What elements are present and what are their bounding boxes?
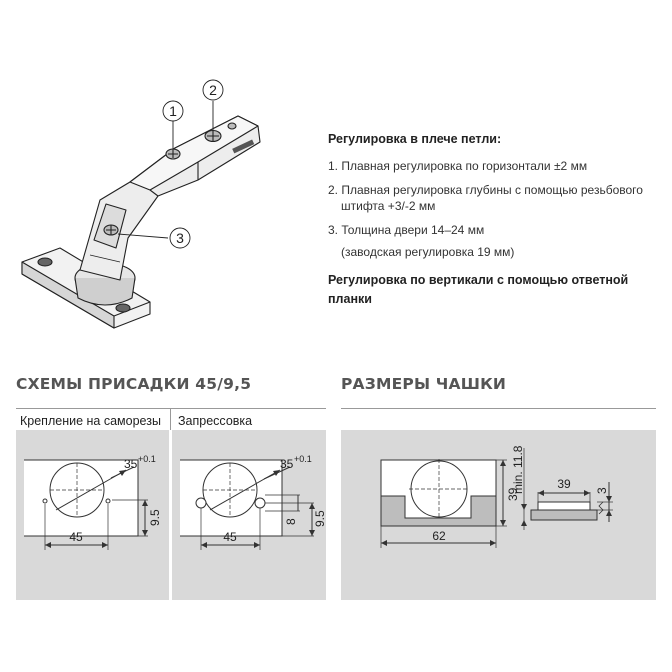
callout-3: 3 <box>176 230 184 246</box>
cup-width-label: 62 <box>432 529 446 543</box>
drilling-section-title: СХЕМЫ ПРИСАДКИ 45/9,5 <box>16 375 252 393</box>
adjustment-item-1: 1. Плавная регулировка по горизонтали ±2… <box>328 159 588 173</box>
pin-spacing-label: 45 <box>223 530 237 544</box>
cup-height-label: 39 <box>506 487 520 501</box>
vertical-adjustment-line-1: Регулировка по вертикали с помощью ответ… <box>328 273 629 287</box>
cup-dimensions-diagram: 39 62 min. 11.8 39 3 <box>380 445 613 548</box>
divider-vertical <box>170 409 171 430</box>
callout-2: 2 <box>209 82 217 98</box>
callout-1: 1 <box>169 103 177 119</box>
vertical-adjustment-line-2: планки <box>328 292 372 306</box>
adjustment-item-2-cont: штифта +3/-2 мм <box>341 199 436 213</box>
cup-diameter-label: 35 <box>124 457 138 471</box>
screw-mount-diagram: 35 +0.1 9.5 45 <box>24 454 162 550</box>
side-depth-label: 3 <box>595 487 609 494</box>
edge-distance-label: 9.5 <box>148 509 162 526</box>
cup-diameter-tolerance: +0.1 <box>294 454 312 464</box>
divider-top-right <box>341 408 656 409</box>
cup-diameter-tolerance: +0.1 <box>138 454 156 464</box>
adjustment-item-2: 2. Плавная регулировка глубины с помощью… <box>328 183 643 197</box>
screw-spacing-label: 45 <box>69 530 83 544</box>
hinge-illustration: 1 2 3 <box>21 79 261 329</box>
press-fit-label: Запрессовка <box>178 414 253 428</box>
adjustment-item-3: 3. Толщина двери 14–24 мм <box>328 223 485 237</box>
divider-top <box>16 408 326 409</box>
edge-distance-label: 9.5 <box>313 510 326 527</box>
cup-section-title: РАЗМЕРЫ ЧАШКИ <box>341 375 507 393</box>
min-thickness-label: min. 11.8 <box>511 445 525 494</box>
press-fit-diagram: 35 +0.1 8 9.5 45 <box>180 454 326 550</box>
adjustment-item-3-note: (заводская регулировка 19 мм) <box>341 245 515 259</box>
side-width-label: 39 <box>557 477 571 491</box>
adjustment-title: Регулировка в плече петли: <box>328 132 502 146</box>
pin-offset-label: 8 <box>284 518 298 525</box>
screw-mount-label: Крепление на саморезы <box>20 414 161 428</box>
adjustment-info: Регулировка в плече петли: 1. Плавная ре… <box>328 132 648 308</box>
cup-diameter-label: 35 <box>280 457 294 471</box>
